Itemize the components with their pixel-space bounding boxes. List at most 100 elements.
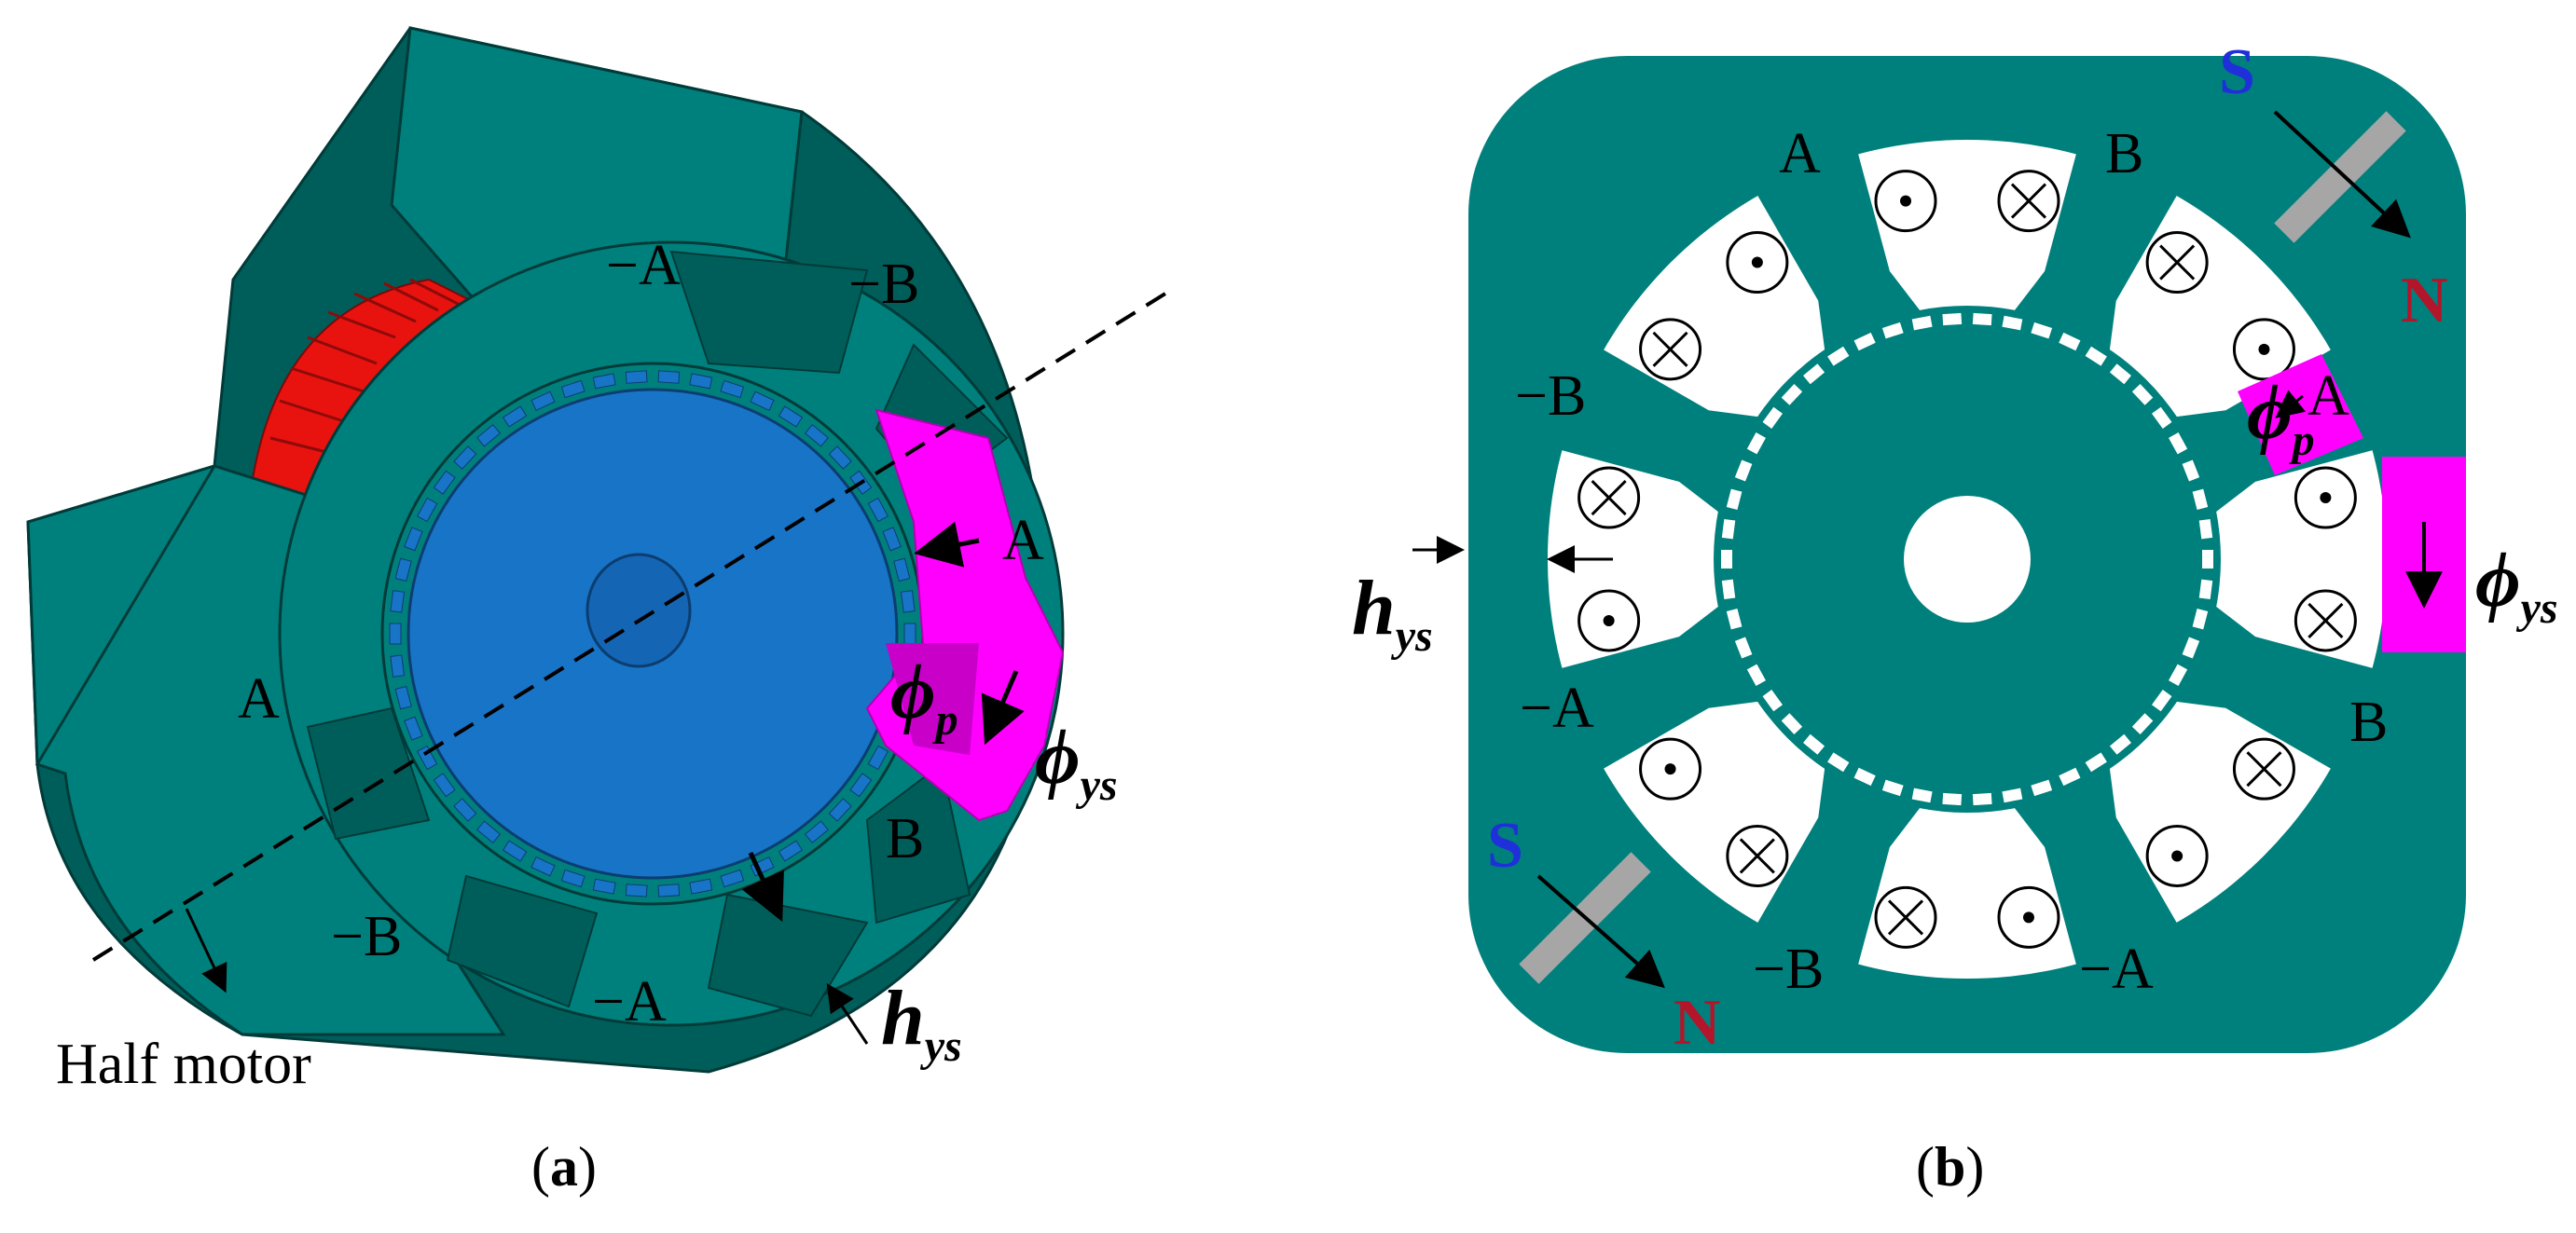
rotor-slot [2131, 383, 2154, 405]
rotor-slot [1942, 792, 1963, 806]
rotor-tooth [390, 654, 406, 678]
rotor-tooth [394, 685, 412, 710]
conductor-cross [2010, 183, 2047, 219]
caption-a: (a) [531, 1136, 597, 1198]
rotor-tooth [390, 590, 406, 613]
rotor-tooth [867, 497, 889, 523]
rotor-slot [2109, 363, 2131, 385]
conductor-dot [2022, 911, 2034, 924]
flux-region-a-dark [886, 643, 979, 755]
rotor-slot [2169, 664, 2188, 686]
rotor-slot [1721, 550, 1732, 569]
rotor-tooth [778, 840, 804, 862]
label-neg-b-top: −B [848, 253, 919, 316]
stator-pole [1544, 605, 1760, 778]
rotor-tooth [530, 390, 556, 412]
rotor-tooth [804, 820, 829, 844]
shaft-hole [585, 553, 692, 668]
label-neg-a-top: −A [606, 234, 681, 297]
rotor-tooth [560, 869, 585, 888]
stator-pole [2013, 136, 2186, 352]
yoke-thickness-label-a: hys [881, 975, 962, 1071]
rotor-tooth [433, 470, 456, 495]
label-a-right: A [1002, 509, 1044, 572]
label-b-neg-a-bottom: −A [2079, 938, 2154, 1001]
rotor-tooth [720, 379, 745, 399]
stator-pole [1748, 136, 1922, 352]
rotor-tooth [750, 390, 775, 412]
conductor-dot [1603, 614, 1615, 626]
stator-pole [1748, 766, 1922, 982]
rotor-tooth [433, 773, 456, 798]
rotor-slot [1911, 788, 1933, 803]
rotor-slot [2198, 518, 2213, 540]
rotor-tooth [882, 527, 902, 552]
rotor-tooth [900, 590, 916, 613]
rotor-slot [1942, 312, 1963, 326]
flux-pole-label-b: ϕp [2247, 369, 2315, 465]
label-b-bottom: B [886, 807, 924, 870]
rotor-slot [1972, 792, 1992, 806]
rotor-slot [1726, 488, 1743, 511]
rotor-tooth [625, 884, 648, 897]
rotor-slot [1827, 346, 1850, 366]
rotor-tooth [502, 840, 528, 862]
magnet-bottom-south: S [1487, 810, 1523, 882]
rotor-tooth [416, 745, 438, 771]
rotor-tooth [453, 798, 477, 822]
label-neg-b-bottom: −B [331, 905, 402, 968]
rotor-tooth [453, 445, 477, 470]
conductor-cross [2246, 751, 2282, 788]
rotor-slot [1721, 579, 1736, 600]
rotor-slot [2198, 579, 2213, 600]
rotor-slot [2031, 779, 2053, 797]
rotor-slot [2109, 733, 2131, 755]
rotor-slot [2151, 406, 2172, 429]
magnet-top-north: N [2401, 265, 2448, 336]
rotor-slot [1881, 322, 1904, 339]
rotor-slot [1853, 332, 1876, 351]
label-b-a-right: A [2307, 364, 2349, 428]
rotor-slot [2131, 713, 2154, 735]
rotor-slot [2031, 322, 2053, 339]
rotor-slot [2169, 432, 2188, 455]
conductor-cross [2307, 602, 2344, 639]
rotor-tooth [389, 623, 402, 645]
conductor-dot [1751, 256, 1763, 268]
rotor-slot [2002, 315, 2023, 331]
rotor-slot [1721, 518, 1736, 540]
rotor-slot [1734, 637, 1753, 659]
conductor-dot [2171, 850, 2183, 862]
rotor-tooth [476, 423, 502, 447]
magnet-bottom-arrow [1536, 874, 1665, 989]
stator-pole [2013, 766, 2186, 982]
rotor-slot [2182, 637, 2200, 659]
rotor-tooth [625, 370, 648, 384]
half-motor-pointer [185, 908, 227, 993]
conductor-cross [1887, 899, 1924, 936]
conductor-dot [2258, 343, 2270, 355]
rotor-tooth [592, 373, 616, 390]
conductor-cross [1739, 838, 1775, 874]
label-b-neg-a-left: −A [1520, 677, 1594, 740]
stator-slots [306, 250, 1009, 1018]
rotor-tooth [502, 405, 528, 428]
rotor-slot [1803, 363, 1825, 385]
rotor-slot [1726, 608, 1743, 630]
magnet-top [2274, 111, 2406, 243]
rotor-tooth [804, 423, 829, 447]
rotor-tooth [476, 820, 502, 844]
conductor-dot [1664, 763, 1676, 775]
yoke-flux-arrow [981, 670, 1025, 746]
rotor-slot [1827, 752, 1850, 773]
conductor-cross [1591, 479, 1627, 516]
label-a-left: A [238, 667, 280, 731]
panel-b-motor-section: S N S N A B −B A −A B −B −A ϕp ϕys hys (… [1352, 36, 2558, 1198]
caption-b: (b) [1916, 1136, 1984, 1198]
rotor-tooth [689, 878, 713, 895]
rotor-slot [2151, 690, 2172, 712]
hys-pointer-a [826, 983, 869, 1045]
half-motor-label: Half motor [56, 1033, 311, 1096]
